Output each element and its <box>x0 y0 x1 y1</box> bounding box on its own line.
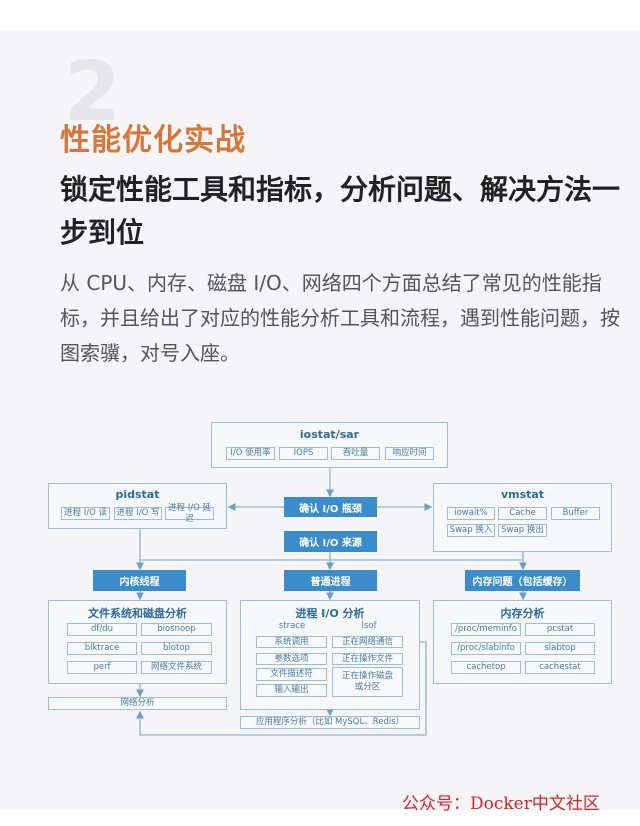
pidstat-item: 进程 I/O 读 <box>61 507 110 520</box>
iostat-item: 吞吐量 <box>331 447 380 460</box>
lsof-item: 正在操作磁盘 或分区 <box>332 667 403 697</box>
strace-item: 参数选项 <box>256 653 327 665</box>
iostat-box <box>211 422 448 468</box>
memory-analysis-item: slabtop <box>525 642 595 655</box>
strace-item: 文件描述符 <box>256 668 327 681</box>
fs-disk-item: blktrace <box>67 642 137 655</box>
process-io-title: 进程 I/O 分析 <box>295 607 365 620</box>
normal-process-step: 普通进程 <box>284 570 377 591</box>
memory-analysis-title: 内存分析 <box>500 607 545 620</box>
iostat-item: IOPS <box>279 447 328 460</box>
memory-issue-step: 内存问题（包括缓存） <box>465 570 580 591</box>
iostat-item: I/O 使用率 <box>226 447 275 460</box>
memory-analysis-item: pcstat <box>525 623 595 636</box>
vmstat-item: Buffer <box>551 507 600 520</box>
memory-analysis-item: /proc/slabinfo <box>451 642 521 655</box>
vmstat-item: Swap 换入 <box>447 524 495 537</box>
confirm-bottleneck-step: 确认 I/O 瓶颈 <box>284 497 377 517</box>
vmstat-item: iowait% <box>447 507 495 520</box>
app-analysis-box: 应用程序分析（比如 MySQL、Redis） <box>240 716 420 729</box>
fs-disk-item: biosnoop <box>141 623 212 636</box>
memory-analysis-item: /proc/meminfo <box>451 623 521 636</box>
vmstat-item: Swap 换出 <box>498 524 547 537</box>
lsof-item: 正在网络通信 <box>332 636 403 648</box>
kernel-thread-step: 内核线程 <box>93 570 186 591</box>
network-analysis-box: 网络分析 <box>48 697 227 710</box>
section-subtitle: 锁定性能工具和指标，分析问题、解决方法一步到位 <box>60 173 621 249</box>
iostat-item: 响应时间 <box>385 447 434 460</box>
section-description: 从 CPU、内存、磁盘 I/O、网络四个方面总结了常见的性能指标，并且给出了对应… <box>60 271 620 365</box>
pidstat-title: pidstat <box>115 488 160 501</box>
fs-disk-title: 文件系统和磁盘分析 <box>88 607 187 620</box>
fs-disk-item: biotop <box>141 642 212 655</box>
strace-item: 输入输出 <box>256 684 327 697</box>
fs-disk-item: 网络文件系统 <box>141 661 212 674</box>
iostat-title: iostat/sar <box>299 428 360 441</box>
fs-disk-item: df/du <box>67 623 137 636</box>
memory-analysis-item: cachetop <box>451 661 521 674</box>
vmstat-title: vmstat <box>500 488 545 501</box>
pidstat-item: 进程 I/O 写 <box>114 507 162 520</box>
watermark: 公众号：Docker中文社区 <box>402 794 600 814</box>
memory-analysis-item: cachestat <box>525 661 595 674</box>
section-heading: 性能优化实战 <box>60 123 246 158</box>
pidstat-box <box>48 483 227 529</box>
vmstat-item: Cache <box>498 507 547 520</box>
strace-label: strace <box>278 621 306 631</box>
pidstat-item: 进程 I/O 延迟 <box>165 503 214 524</box>
strace-item: 系统调用 <box>256 636 327 648</box>
lsof-item: 正在操作文件 <box>332 653 403 665</box>
confirm-source-step: 确认 I/O 来源 <box>284 531 377 552</box>
section-number: 2 <box>64 45 122 140</box>
lsof-label: lsof <box>361 621 377 631</box>
fs-disk-item: perf <box>67 661 137 674</box>
